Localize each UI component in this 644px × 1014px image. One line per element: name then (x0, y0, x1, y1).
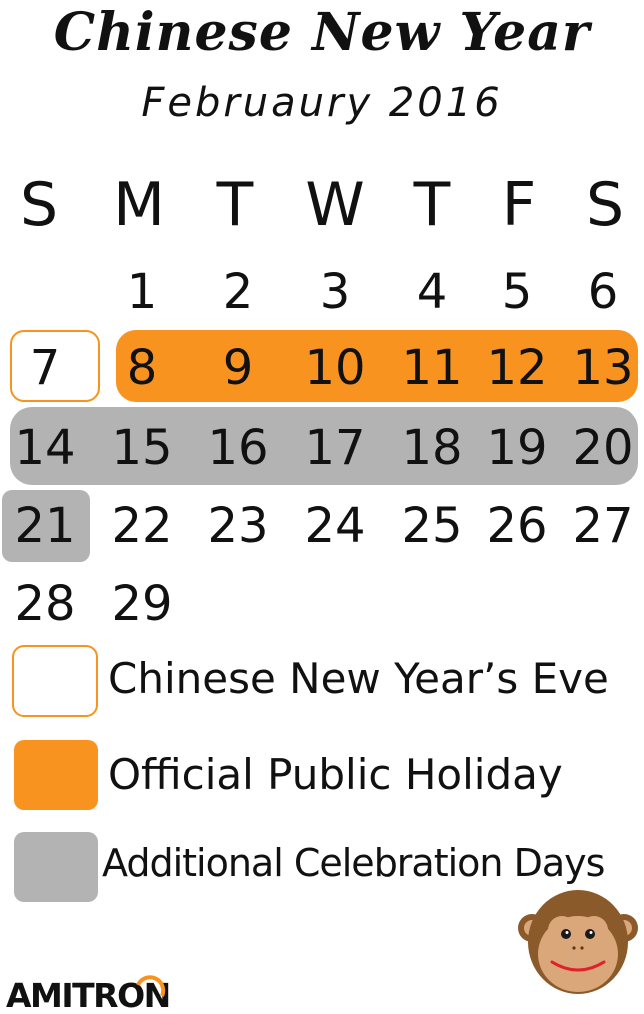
day-12: 12 (486, 340, 548, 396)
day-18: 18 (401, 420, 463, 476)
weekday-mon: M (113, 170, 165, 240)
eve-highlight (10, 330, 100, 402)
day-26: 26 (486, 498, 548, 554)
day-6: 6 (587, 264, 619, 320)
legend-swatch-holiday (14, 740, 98, 810)
day-20: 20 (572, 420, 634, 476)
weekday-fri: F (501, 170, 537, 240)
day-16: 16 (207, 420, 269, 476)
legend-label-additional: Additional Celebration Days (102, 841, 605, 885)
day-25: 25 (401, 498, 463, 554)
day-11: 11 (401, 340, 463, 396)
day-1: 1 (126, 264, 158, 320)
day-29: 29 (111, 576, 173, 632)
day-22: 22 (111, 498, 173, 554)
legend-swatch-eve (12, 645, 98, 717)
amitron-logo: AMITRON (6, 975, 171, 1014)
day-19: 19 (486, 420, 548, 476)
weekday-wed: W (305, 170, 365, 240)
legend-swatch-additional (14, 832, 98, 902)
day-14: 14 (14, 420, 76, 476)
monkey-icon (518, 890, 638, 994)
day-4: 4 (416, 264, 448, 320)
day-8: 8 (126, 340, 158, 396)
day-5: 5 (501, 264, 533, 320)
weekday-thu: T (413, 170, 451, 240)
day-7: 7 (29, 340, 61, 396)
page-title: Chinese New Year (53, 2, 591, 63)
celebration-highlight (10, 407, 638, 485)
legend-label-eve: Chinese New Year’s Eve (108, 654, 609, 703)
day-13: 13 (572, 340, 634, 396)
legend-label-holiday: Official Public Holiday (108, 750, 563, 799)
day-2: 2 (222, 264, 254, 320)
day-15: 15 (111, 420, 173, 476)
day-27: 27 (572, 498, 634, 554)
day-3: 3 (319, 264, 351, 320)
day-28: 28 (14, 576, 76, 632)
day-24: 24 (304, 498, 366, 554)
weekday-sun: S (19, 170, 59, 240)
day-17: 17 (304, 420, 366, 476)
day-9: 9 (222, 340, 254, 396)
page-subtitle: Februaury 2016 (141, 80, 503, 126)
amitron-logo-text: AMITRON (6, 976, 170, 1014)
day-10: 10 (304, 340, 366, 396)
celebration-highlight-extra (2, 490, 90, 562)
day-21: 21 (14, 498, 76, 554)
holiday-highlight (116, 330, 638, 402)
weekday-sat: S (585, 170, 625, 240)
weekday-tue: T (216, 170, 254, 240)
day-23: 23 (207, 498, 269, 554)
